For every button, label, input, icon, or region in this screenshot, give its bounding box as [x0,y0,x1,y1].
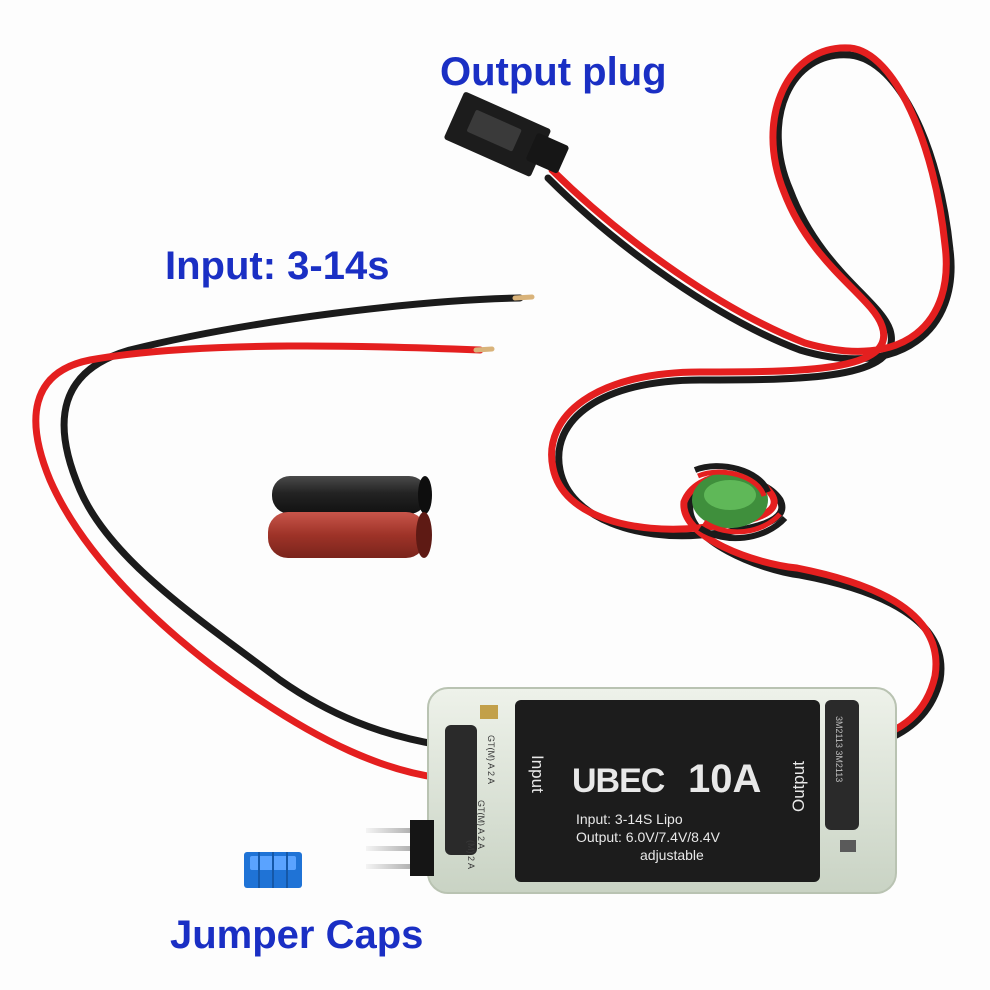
output-wire [544,44,955,746]
board-rating: 10A [688,757,761,801]
input-label: Input: 3-14s [165,244,390,288]
board-side-output: Output [789,761,808,812]
output-plug [444,92,569,177]
board-jumper-silk-3: (M) 2 A [466,840,476,869]
output-plug-label: Output plug [440,50,667,94]
board-cap-marking: 3M2113 3M2113 [834,716,844,782]
input-wire [32,294,535,782]
jumper-cap [244,852,302,888]
board-side-input: Input [528,755,547,793]
heat-shrink-red [268,512,432,558]
jumper-pins [366,820,434,876]
ubec-module [366,687,897,894]
ferrite-ring [692,463,788,542]
board-spec-adjustable: adjustable [640,847,704,863]
board-spec-output: Output: 6.0V/7.4V/8.4V [576,829,721,845]
board-jumper-silk-2: GT(M) A 2 A [476,800,486,849]
board-brand: UBEC [572,762,665,800]
board-spec-input: Input: 3-14S Lipo [576,811,683,827]
heat-shrink-black [272,476,432,514]
board-jumper-silk-1: GT(M) A 2 A [486,735,496,784]
jumper-caps-label: Jumper Caps [170,913,424,957]
